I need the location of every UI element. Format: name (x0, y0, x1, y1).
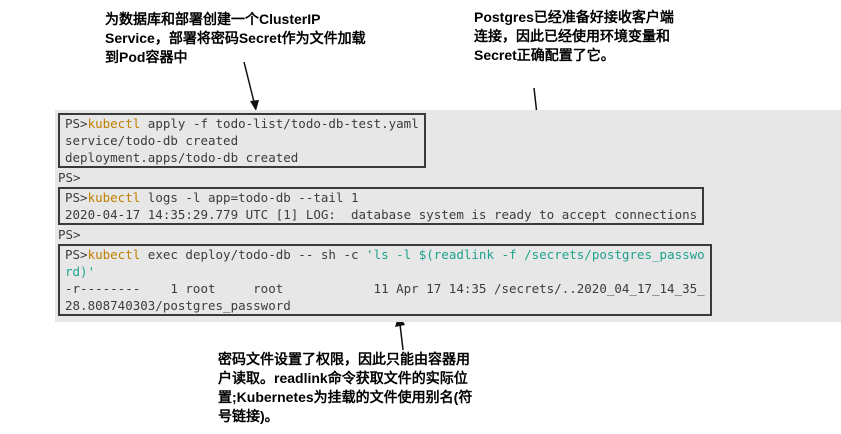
terminal-text-default: PS> (65, 190, 88, 205)
terminal-text-default: PS> (65, 247, 88, 262)
terminal-text-default: exec deploy/todo-db -- sh -c (140, 247, 367, 262)
terminal-text-command: kubectl (87, 116, 141, 131)
terminal-text-default: 2020-04-17 14:35:29.779 UTC [1] LOG: dat… (65, 207, 698, 222)
terminal-line: rd)' (65, 263, 705, 280)
terminal-line: PS>kubectl logs -l app=todo-db --tail 1 (65, 189, 697, 206)
prompt-line: PS> (58, 169, 841, 186)
terminal-line: -r-------- 1 root root 11 Apr 17 14:35 /… (65, 280, 705, 297)
terminal-text-string: 'ls -l $(readlink -f /secrets/postgres_p… (366, 247, 705, 262)
terminal-text-default: PS> (65, 116, 88, 131)
terminal-text-string: rd)' (65, 264, 96, 279)
terminal-text-command: kubectl (87, 190, 141, 205)
exec-command-block: PS>kubectl exec deploy/todo-db -- sh -c … (58, 244, 712, 316)
terminal-text-default: PS> (58, 170, 81, 185)
prompt-line: PS> (58, 226, 841, 243)
terminal-text-default: apply -f todo-list/todo-db-test.yaml (140, 116, 419, 131)
annotation-top-left: 为数据库和部署创建一个ClusterIP Service，部署将密码Secret… (105, 11, 366, 65)
terminal-line: 2020-04-17 14:35:29.779 UTC [1] LOG: dat… (65, 206, 697, 223)
terminal-text-default: deployment.apps/todo-db created (65, 150, 299, 165)
terminal-text-default: service/todo-db created (65, 133, 239, 148)
terminal-text-default: PS> (58, 227, 81, 242)
arrow-top-left-icon (243, 62, 259, 111)
terminal-screenshot: PS>kubectl apply -f todo-list/todo-db-te… (55, 110, 841, 322)
terminal-line: PS> (58, 226, 841, 243)
terminal-line: PS>kubectl apply -f todo-list/todo-db-te… (65, 115, 419, 132)
annotation-bottom: 密码文件设置了权限，因此只能由容器用户读取。readlink命令获取文件的实际位… (218, 351, 473, 424)
terminal-line: deployment.apps/todo-db created (65, 149, 419, 166)
terminal-text-default: -r-------- 1 root root 11 Apr 17 14:35 /… (65, 281, 705, 296)
terminal-line: service/todo-db created (65, 132, 419, 149)
terminal-text-default: 28.808740303/postgres_password (65, 298, 291, 313)
terminal-line: 28.808740303/postgres_password (65, 297, 705, 314)
terminal-text-default: logs -l app=todo-db --tail 1 (140, 190, 359, 205)
terminal-line: PS> (58, 169, 841, 186)
terminal-line: PS>kubectl exec deploy/todo-db -- sh -c … (65, 246, 705, 263)
apply-command-block: PS>kubectl apply -f todo-list/todo-db-te… (58, 113, 426, 168)
terminal-text-command: kubectl (87, 247, 141, 262)
annotation-top-right: Postgres已经准备好接收客户端连接，因此已经使用环境变量和Secret正确… (474, 9, 674, 63)
